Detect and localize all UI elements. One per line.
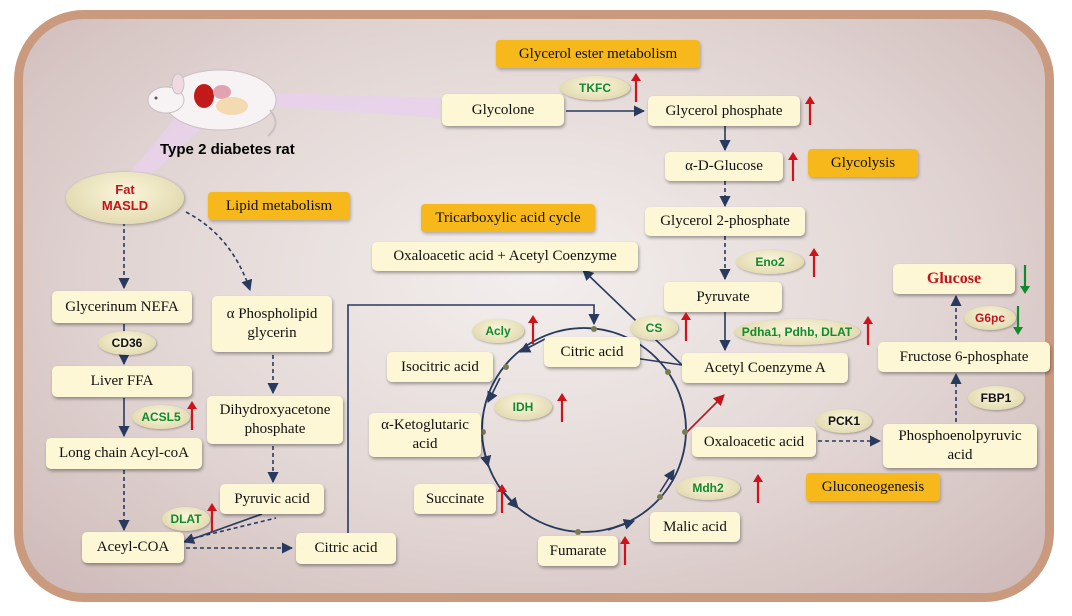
enzyme-idh: IDH — [494, 394, 552, 420]
enzyme-acsl5: ACSL5 — [132, 405, 190, 429]
tca-node — [682, 429, 688, 435]
enzyme-cd36: CD36 — [98, 331, 156, 355]
tca-arrowhead-5 — [607, 519, 636, 531]
up-arrow-icon — [805, 96, 815, 125]
metabolite-acetyl-coenzyme-a: Acetyl Coenzyme A — [682, 353, 848, 383]
down-arrow-icon — [1013, 306, 1023, 335]
metabolite-phospholipid-glycerin: α Phospholipid glycerin — [212, 296, 332, 352]
title-glycerol-ester-metabolism: Glycerol ester metabolism — [496, 40, 700, 68]
tca-node — [665, 369, 671, 375]
beam-to-glycolone — [240, 92, 440, 118]
up-arrow-icon — [631, 73, 641, 102]
title-lipid-metabolism: Lipid metabolism — [208, 192, 350, 220]
pep-line2: acid — [947, 447, 973, 463]
enzyme-dlat: DLAT — [162, 507, 210, 531]
tca-arrowhead-2 — [487, 377, 501, 404]
metabolite-liver-ffa: Liver FFA — [52, 366, 192, 397]
up-arrow-icon — [528, 315, 538, 344]
enzyme-pdha1-pdhb-dlat: Pdha1, Pdhb, DLAT — [734, 319, 860, 345]
arrow-lipid-citric-to-tca — [347, 304, 600, 538]
metabolite-malic-acid: Malic acid — [650, 512, 740, 542]
dhap-line1: Dihydroxyacetone — [219, 402, 331, 419]
up-arrow-icon — [557, 393, 567, 422]
metabolite-glycerol-phosphate: Glycerol phosphate — [648, 96, 800, 126]
enzyme-g6pc: G6pc — [964, 306, 1016, 330]
animal-label: Type 2 diabetes rat — [160, 141, 295, 158]
up-arrow-icon — [753, 474, 763, 503]
metabolite-alpha-d-glucose: α-D-Glucose — [665, 152, 783, 181]
metabolite-fumarate: Fumarate — [538, 536, 618, 566]
metabolite-dihydroxyacetone-phosphate: Dihydroxyacetone phosphate — [207, 396, 343, 444]
down-arrow-icon — [1020, 265, 1030, 294]
up-arrow-icon — [207, 503, 217, 532]
tca-node — [480, 429, 486, 435]
metabolite-aceyl-coa: Aceyl-COA — [82, 532, 184, 563]
metabolite-phosphoenolpyruvic-acid: Phosphoenolpyruvic acid — [883, 424, 1037, 468]
metabolite-glucose: Glucose — [893, 264, 1015, 294]
arrow-fat-phospholipid — [185, 211, 253, 292]
enzyme-cs: CS — [630, 316, 678, 340]
metabolite-oxaloacetic-acetyl-coenzyme: Oxaloacetic acid + Acetyl Coenzyme — [372, 242, 638, 271]
rat-illustration — [147, 69, 277, 137]
enzyme-eno2: Eno2 — [736, 250, 804, 274]
enzyme-pck1: PCK1 — [816, 409, 872, 433]
up-arrow-icon — [620, 536, 630, 565]
metabolite-glycerinum-nefa: Glycerinum NEFA — [52, 291, 192, 323]
metabolite-pyruvic-acid: Pyruvic acid — [220, 484, 324, 514]
metabolite-long-chain-acyl-coa: Long chain Acyl-coA — [46, 438, 202, 469]
fat-masld-ellipse: Fat MASLD — [66, 172, 184, 224]
arrow-pyruvic-acylcoa — [182, 513, 263, 544]
dhap-line2: phosphate — [244, 421, 306, 437]
up-arrow-icon — [863, 316, 873, 345]
enzyme-fbp1: FBP1 — [968, 386, 1024, 410]
metabolite-succinate: Succinate — [414, 484, 496, 514]
tca-arrowhead-3 — [480, 439, 492, 468]
arrow-oxaloacetic-acetylcoa-red — [685, 394, 725, 434]
pep-line1: Phosphoenolpyruvic — [898, 428, 1022, 445]
title-gluconeogenesis: Gluconeogenesis — [806, 473, 940, 501]
alpha-ketoglutaric-line2: acid — [412, 436, 438, 452]
metabolite-glycerol-2-phosphate: Glycerol 2-phosphate — [645, 207, 805, 236]
enzyme-tkfc: TKFC — [560, 76, 630, 100]
enzyme-acly: Acly — [472, 319, 524, 343]
title-glycolysis: Glycolysis — [808, 149, 918, 177]
tca-node — [575, 529, 581, 535]
tca-node — [591, 326, 597, 332]
metabolite-oxaloacetic-acid: Oxaloacetic acid — [692, 427, 816, 457]
phospholipid-line2: glycerin — [247, 325, 297, 341]
arrow-pyruvic-acylcoa-2 — [185, 517, 277, 541]
metabolite-fructose-6-phosphate: Fructose 6-phosphate — [878, 342, 1050, 372]
tca-node — [657, 494, 663, 500]
arrow-to-oxaloacetic-acetyl — [582, 269, 683, 366]
metabolite-alpha-ketoglutaric-acid: α-Ketoglutaric acid — [369, 413, 481, 457]
up-arrow-icon — [187, 401, 197, 430]
phospholipid-line1: α Phospholipid — [226, 306, 318, 323]
fat-label: Fat — [115, 182, 135, 198]
tca-arrowhead-1 — [519, 338, 546, 353]
metabolite-glycolone: Glycolone — [442, 94, 564, 126]
metabolite-citric-acid-tca: Citric acid — [544, 337, 640, 367]
metabolite-citric-acid-lipid: Citric acid — [296, 533, 396, 564]
enzyme-mdh2: Mdh2 — [676, 476, 740, 500]
masld-label: MASLD — [101, 198, 149, 213]
metabolite-isocitric-acid: Isocitric acid — [387, 352, 493, 382]
title-tca-cycle: Tricarboxylic acid cycle — [421, 204, 595, 232]
up-arrow-icon — [788, 152, 798, 181]
up-arrow-icon — [681, 312, 691, 341]
alpha-ketoglutaric-line1: α-Ketoglutaric — [381, 417, 469, 434]
up-arrow-icon — [497, 484, 507, 513]
tca-node — [503, 364, 509, 370]
tca-arrowhead-6 — [659, 469, 675, 493]
up-arrow-icon — [809, 248, 819, 277]
metabolite-pyruvate: Pyruvate — [664, 282, 782, 312]
